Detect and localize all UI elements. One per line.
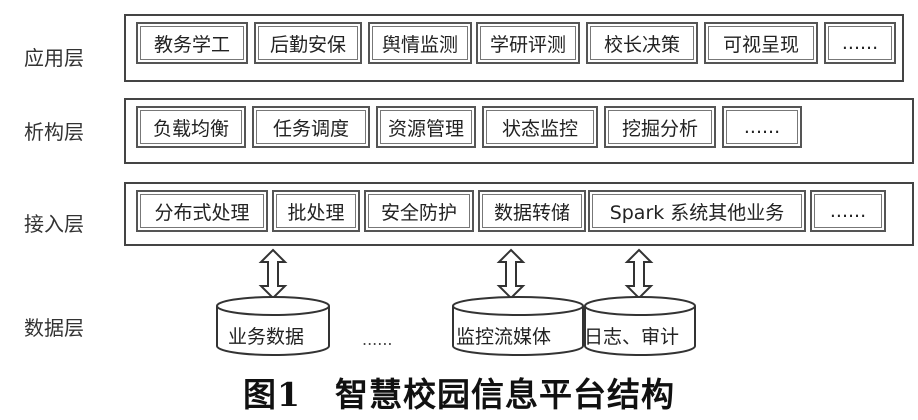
layer-label-access: 接入层	[24, 212, 84, 236]
database-cylinder-icon	[216, 296, 330, 356]
double-arrow-icon	[496, 248, 526, 300]
figure-title: 智慧校园信息平台结构	[334, 375, 675, 414]
application-layer-box: 教务学工 后勤安保 舆情监测 学研评测 校长决策 可视呈现 ......	[124, 14, 904, 82]
analysis-item-mining: 挖掘分析	[604, 106, 716, 148]
app-item-research: 学研评测	[476, 22, 580, 64]
database-cylinder-icon	[584, 296, 696, 356]
analysis-item-load-balance: 负载均衡	[136, 106, 246, 148]
data-store-business: 业务数据	[228, 326, 305, 348]
data-store-video: 监控流媒体	[456, 326, 552, 348]
app-item-opinion: 舆情监测	[368, 22, 472, 64]
analysis-item-resource: 资源管理	[376, 106, 476, 148]
access-item-spark: Spark 系统其他业务	[588, 190, 806, 232]
figure-number: 图1	[243, 375, 301, 414]
analysis-item-monitor: 状态监控	[482, 106, 598, 148]
analysis-item-more: ......	[722, 106, 802, 148]
access-layer-box: 分布式处理 批处理 安全防护 数据转储 Spark 系统其他业务 ......	[124, 182, 914, 246]
app-item-logistics: 后勤安保	[254, 22, 362, 64]
analysis-item-scheduling: 任务调度	[252, 106, 370, 148]
app-item-more: ......	[824, 22, 896, 64]
double-arrow-icon	[258, 248, 288, 300]
app-item-academic: 教务学工	[136, 22, 248, 64]
access-item-distributed: 分布式处理	[136, 190, 268, 232]
layer-label-application: 应用层	[24, 46, 84, 70]
database-cylinder-icon	[452, 296, 584, 356]
data-store-logs: 日志、审计	[584, 326, 680, 348]
app-item-visual: 可视呈现	[704, 22, 818, 64]
analysis-layer-box: 负载均衡 任务调度 资源管理 状态监控 挖掘分析 ......	[124, 98, 914, 164]
access-item-security: 安全防护	[364, 190, 474, 232]
access-item-more: ......	[810, 190, 886, 232]
app-item-decision: 校长决策	[586, 22, 698, 64]
double-arrow-icon	[624, 248, 654, 300]
access-item-batch: 批处理	[272, 190, 360, 232]
data-store-ellipsis: ......	[362, 330, 393, 349]
layer-label-analysis: 析构层	[24, 120, 84, 144]
access-item-storage: 数据转储	[478, 190, 586, 232]
layer-label-data: 数据层	[24, 316, 84, 340]
figure-caption: 图1 智慧校园信息平台结构	[0, 368, 918, 416]
